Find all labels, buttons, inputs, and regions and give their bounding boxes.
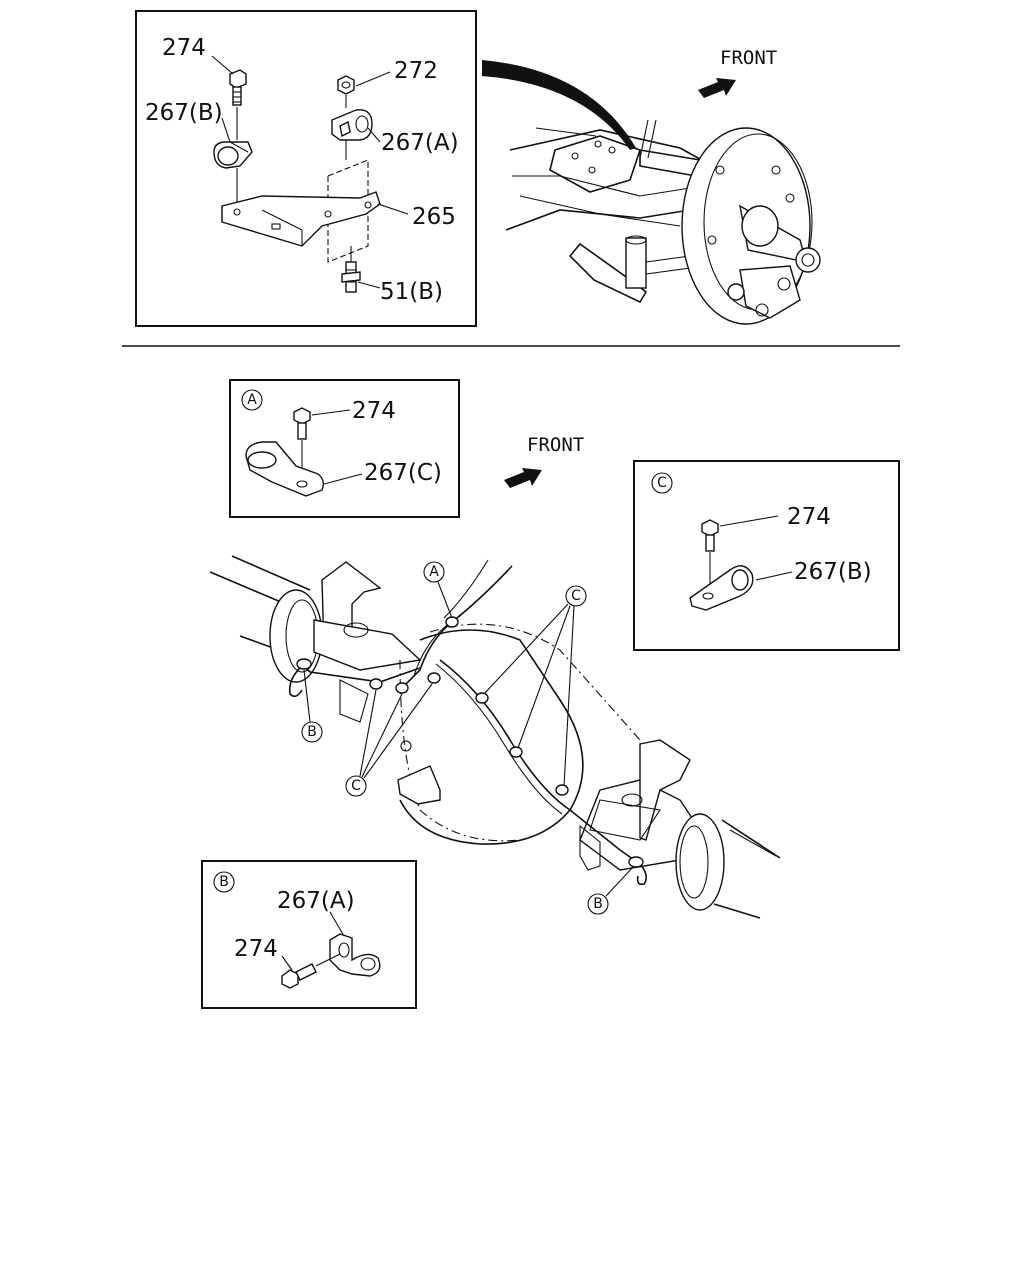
- gasket-outline: [327, 159, 369, 263]
- label-267b-top: 267(B): [145, 100, 223, 126]
- detail-c-marker-circle: [651, 472, 673, 494]
- line-clips: [296, 616, 644, 868]
- detail-b-marker-circle: [213, 871, 235, 893]
- label-267a-top: 267(A): [381, 130, 459, 156]
- nut-272-part: [337, 75, 355, 95]
- clip-267b-part: [213, 141, 253, 169]
- leader-267b-c: [755, 571, 793, 581]
- callout-c-top: C: [571, 588, 581, 604]
- detail-a-marker: A: [247, 392, 257, 408]
- callout-c-bottom-leader-1: [359, 689, 377, 777]
- callout-b-right: B: [593, 896, 603, 912]
- top-inset-box: [135, 10, 477, 327]
- label-274-a: 274: [352, 398, 396, 424]
- leader-267a-b: [329, 911, 345, 937]
- callout-c-top-leader-2: [517, 605, 571, 749]
- pointer-arrow: [482, 60, 636, 150]
- callout-c-bottom-leader-3: [363, 683, 433, 779]
- detail-a-marker-circle: [241, 389, 263, 411]
- clip-267a-detail-part: [329, 933, 381, 977]
- bracket-265-part: [221, 191, 381, 247]
- detail-a-box: [229, 379, 460, 518]
- callout-b-left: B: [307, 724, 317, 740]
- callout-b-left-circle: [301, 721, 323, 743]
- bolt-274-detail-b: [281, 953, 341, 989]
- callout-c-bottom-circle: [345, 775, 367, 797]
- leader-274-b: [281, 955, 293, 971]
- callout-a-circle: [423, 561, 445, 583]
- bolt-274-detail-c: [701, 519, 719, 590]
- callout-b-left-leader: [303, 669, 311, 723]
- detail-b-marker: B: [219, 874, 229, 890]
- callout-c-top-circle: [565, 585, 587, 607]
- leader-274-a: [311, 409, 351, 416]
- front-arrow-top: [698, 78, 736, 98]
- callout-c-top-leader-1: [483, 603, 569, 695]
- label-265: 265: [412, 204, 456, 230]
- clip-267b-detail-part: [689, 565, 754, 611]
- front-arrow-bottom: [504, 468, 542, 488]
- label-267b-c: 267(B): [794, 559, 872, 585]
- rear-axle-housing: [209, 555, 781, 919]
- callout-a: A: [429, 564, 439, 580]
- bolt-274-part: [229, 69, 247, 106]
- callout-c-bottom: C: [351, 778, 361, 794]
- leader-267c: [323, 473, 363, 485]
- leader-267b-top: [221, 117, 231, 143]
- clip-267c-part: [245, 441, 325, 497]
- callout-c-top-leader-3: [563, 605, 575, 787]
- callout-b-right-circle: [587, 893, 609, 915]
- leader-267a-top: [367, 127, 381, 143]
- stud-51b-part: [341, 261, 361, 293]
- label-267a-b: 267(A): [277, 888, 355, 914]
- axle-housing-top: [505, 119, 821, 325]
- label-272: 272: [394, 58, 438, 84]
- front-label-top: FRONT: [720, 47, 777, 69]
- clip-267a-part: [331, 109, 373, 141]
- callout-a-leader: [437, 581, 453, 619]
- leader-265: [377, 203, 409, 215]
- label-51b: 51(B): [380, 279, 443, 305]
- label-274-c: 274: [787, 504, 831, 530]
- detail-b-box: [201, 860, 417, 1009]
- front-label-bottom: FRONT: [527, 434, 584, 456]
- label-267c: 267(C): [364, 460, 442, 486]
- leader-274-top: [211, 55, 234, 75]
- detail-c-marker: C: [657, 475, 667, 491]
- callout-c-bottom-leader-2: [361, 693, 403, 778]
- label-274-b: 274: [234, 936, 278, 962]
- callout-b-right-leader: [605, 865, 635, 897]
- detail-c-box: [633, 460, 900, 651]
- leader-274-c: [719, 515, 779, 527]
- label-274-top: 274: [162, 35, 206, 61]
- leader-51b: [357, 281, 381, 289]
- leader-272: [355, 71, 391, 87]
